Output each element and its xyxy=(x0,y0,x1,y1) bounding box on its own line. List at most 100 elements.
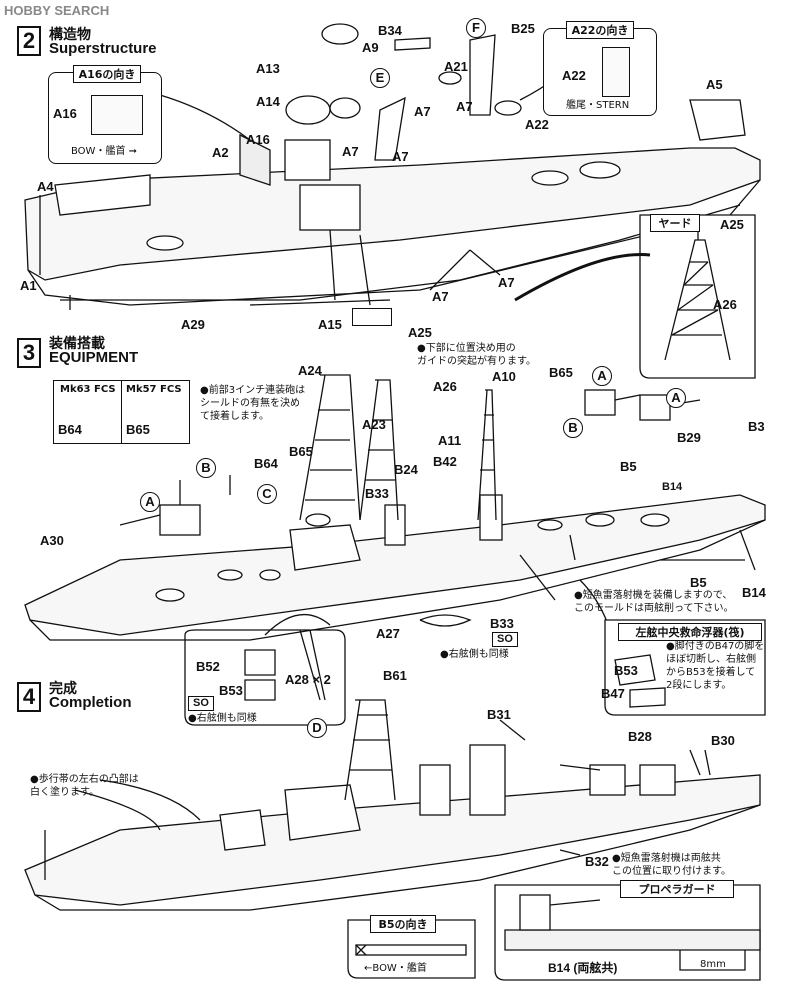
marker-f: F xyxy=(466,18,486,38)
logo: HOBBY SEARCH xyxy=(4,3,109,18)
prop-guard-title: プロペラガード xyxy=(620,880,734,898)
marker-e: E xyxy=(370,68,390,88)
note-gun-text: ●前部3インチ連装砲は シールドの有無を決め て接着します。 xyxy=(200,385,306,422)
step-number-4: 4 xyxy=(17,682,41,712)
label-a11: A11 xyxy=(438,433,462,448)
note-torpedo-launcher: ●短魚雷落射機は両舷共 この位置に取り付けます。 xyxy=(612,852,731,878)
yard-label-a26: A26 xyxy=(713,297,737,312)
marker-b-1: B xyxy=(196,458,216,478)
so-badge-b52: SO xyxy=(188,696,214,711)
label-b61: B61 xyxy=(383,668,407,683)
label-b65-s3: B65 xyxy=(549,365,573,380)
label-b33: B33 xyxy=(365,486,389,501)
label-b31: B31 xyxy=(487,707,511,722)
label-b33-lower: B33 xyxy=(490,616,514,631)
label-a21: A21 xyxy=(444,59,468,74)
label-a13: A13 xyxy=(256,61,280,76)
label-b65-s3b: B65 xyxy=(289,444,313,459)
a22-part-drawing xyxy=(602,47,630,97)
raft-label-b47: B47 xyxy=(601,686,625,701)
so-badge-b33: SO xyxy=(492,632,518,647)
note-torpedo-mold: ●短魚雷落射機を装備しますので、 このモールドは両舷削って下さい。 xyxy=(574,589,734,615)
raft-label-b53: B53 xyxy=(614,663,638,678)
label-a28: A28 × 2 xyxy=(285,672,331,687)
marker-b-2: B xyxy=(563,418,583,438)
a16-part-drawing xyxy=(91,95,143,135)
label-a25-s3: A25 xyxy=(408,325,432,340)
a15-part xyxy=(352,308,392,326)
a22-box-caption: 艦尾・STERN xyxy=(566,100,630,111)
raft-note-text: ●脚付きのB47の脚を ほぼ切断し、右舷側 からB53を接着して 2段にします。 xyxy=(666,641,765,691)
b5-box-caption: ←BOW・艦首 xyxy=(364,963,427,974)
yard-box-title: ヤード xyxy=(650,214,700,232)
note-gun-shield: ●前部3インチ連装砲は シールドの有無を決め て接着します。 xyxy=(200,384,305,423)
label-b42: B42 xyxy=(433,454,457,469)
raft-box-title: 左舷中央救命浮器(筏) xyxy=(618,623,762,641)
note-walkway-white: ●歩行帯の左右の凸部は 白く塗ります。 xyxy=(30,773,139,799)
label-a26-s3: A26 xyxy=(433,379,457,394)
fcs-left-title: Mk63 FCS xyxy=(60,384,116,395)
b53-label: B53 xyxy=(219,683,243,698)
label-a5: A5 xyxy=(706,77,723,92)
note-b33-starboard: ●右舷側も同様 xyxy=(440,649,509,660)
label-b64-s3: B64 xyxy=(254,456,278,471)
fcs-left-part: B64 xyxy=(58,422,82,437)
step-title-en-4: Completion xyxy=(49,694,132,711)
label-a7-2: A7 xyxy=(392,149,409,164)
a16-box-title: A16の向き xyxy=(73,65,141,83)
prop-guard-part: B14 (両舷共) xyxy=(548,961,618,975)
label-a10: A10 xyxy=(492,369,516,384)
fcs-right-title: Mk57 FCS xyxy=(126,384,182,395)
label-b32: B32 xyxy=(585,854,609,869)
fcs-divider xyxy=(121,381,122,443)
b52-label: B52 xyxy=(196,659,220,674)
step-title-en-3: EQUIPMENT xyxy=(49,349,139,366)
marker-a-3: A xyxy=(666,388,686,408)
note-walkway-text: ●歩行帯の左右の凸部は 白く塗ります。 xyxy=(30,774,139,798)
label-a7-5: A7 xyxy=(432,289,449,304)
label-a22: A22 xyxy=(525,117,549,132)
a16-orientation-box: A16の向き A16 BOW・艦首 ➞ xyxy=(48,65,162,164)
note-launcher-text: ●短魚雷落射機は両舷共 この位置に取り付けます。 xyxy=(612,853,731,877)
label-a7-1: A7 xyxy=(342,144,359,159)
b5-box-title: B5の向き xyxy=(370,915,436,933)
label-b29: B29 xyxy=(677,430,701,445)
prop-guard-dim: 8mm xyxy=(700,959,726,970)
label-b28: B28 xyxy=(628,729,652,744)
label-a29: A29 xyxy=(181,317,205,332)
label-b25: B25 xyxy=(511,21,535,36)
note-a25-text: ●下部に位置決め用の ガイドの突起が有ります。 xyxy=(417,343,536,367)
fcs-right-part: B65 xyxy=(126,422,150,437)
marker-a-2: A xyxy=(592,366,612,386)
marker-c: C xyxy=(257,484,277,504)
label-a30: A30 xyxy=(40,533,64,548)
marker-a-1: A xyxy=(140,492,160,512)
note-a25-guide: ●下部に位置決め用の ガイドの突起が有ります。 xyxy=(417,342,536,368)
a16-box-caption: BOW・艦首 ➞ xyxy=(71,146,138,157)
label-b5-lower: B5 xyxy=(690,575,707,590)
step-title-en-2: Superstructure xyxy=(49,40,157,57)
label-b24: B24 xyxy=(394,462,418,477)
a22-box-title: A22の向き xyxy=(566,21,634,39)
note-torpedo-text: ●短魚雷落射機を装備しますので、 このモールドは両舷削って下さい。 xyxy=(574,590,734,614)
logo-text: HOBBY SEARCH xyxy=(4,3,110,18)
yard-label-a25: A25 xyxy=(720,217,744,232)
label-a2: A2 xyxy=(212,145,229,160)
label-a9: A9 xyxy=(362,40,379,55)
a22-box-part: A22 xyxy=(562,68,586,83)
step-number-2: 2 xyxy=(17,26,41,56)
label-b34: B34 xyxy=(378,23,402,38)
label-b14-lower: B14 xyxy=(742,585,766,600)
step-title-jp-2: 構造物 xyxy=(49,27,91,43)
label-b30: B30 xyxy=(711,733,735,748)
raft-note: ●脚付きのB47の脚を ほぼ切断し、右舷側 からB53を接着して 2段にします。 xyxy=(666,640,764,692)
label-a27: A27 xyxy=(376,626,400,641)
label-a7-6: A7 xyxy=(498,275,515,290)
a16-box-part: A16 xyxy=(53,106,77,121)
step-title-jp-4: 完成 xyxy=(49,681,77,697)
label-a24: A24 xyxy=(298,363,322,378)
label-a4: A4 xyxy=(37,179,54,194)
label-b3: B3 xyxy=(748,419,765,434)
step-title-jp-3: 装備搭載 xyxy=(49,336,105,352)
